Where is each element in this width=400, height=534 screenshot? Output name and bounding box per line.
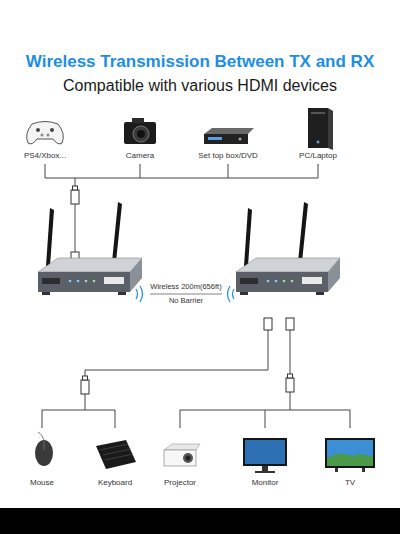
device-label: Keyboard <box>98 478 132 487</box>
tv-icon <box>325 438 375 472</box>
device-label: Set top box/DVD <box>198 151 258 160</box>
device-label: PC/Laptop <box>299 151 337 160</box>
device-label: PS4/Xbox... <box>24 151 66 160</box>
keyboard-icon <box>96 440 136 469</box>
camera-icon <box>124 118 156 144</box>
device-label: Projector <box>164 478 196 487</box>
set-top-box-icon <box>204 128 254 144</box>
range-label: No Barrier <box>169 297 203 306</box>
device-label: TV <box>345 478 355 487</box>
device-label: Monitor <box>252 478 279 487</box>
title: Wireless Transmission Between TX and RX <box>26 52 374 72</box>
subtitle: Compatible with various HDMI devices <box>63 77 337 95</box>
rx-device <box>236 202 340 295</box>
device-label: Camera <box>126 151 154 160</box>
gamepad-icon <box>27 122 64 144</box>
monitor-icon <box>243 438 287 473</box>
mouse-icon <box>35 432 53 466</box>
range-label: Wireless 200m(656ft) <box>150 283 221 292</box>
pc-tower-icon <box>308 108 333 150</box>
device-label: Mouse <box>30 478 54 487</box>
tx-device <box>38 202 142 295</box>
projector-icon <box>164 444 200 466</box>
